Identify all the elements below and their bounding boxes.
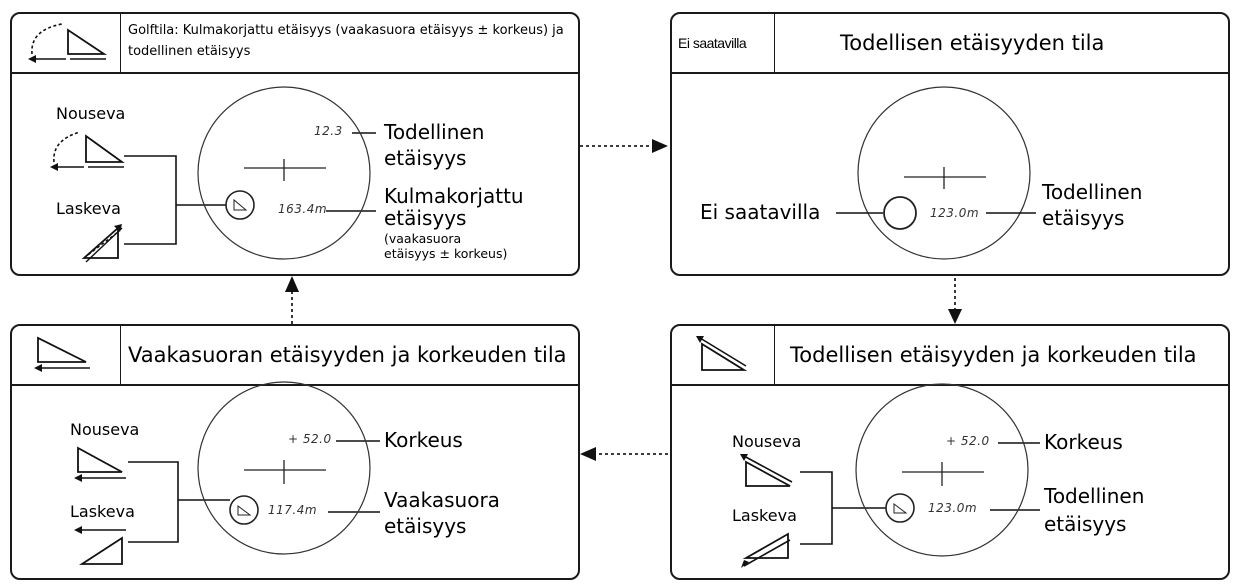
descending-actual-icon	[741, 532, 791, 568]
callout-actual-distance-1: Todellinen	[384, 120, 485, 144]
ascending-label: Nouseva	[70, 420, 140, 439]
arrow-up-head	[285, 276, 299, 292]
callout-angle-corrected-1: Kulmakorjattu	[384, 184, 524, 208]
callout-height: Korkeus	[1044, 430, 1123, 454]
descending-horizontal-icon	[74, 526, 126, 565]
panel-header-title: Vaakasuoran etäisyyden ja korkeuden tila	[128, 343, 567, 367]
panel-golf-mode: Golftila: Kulmakorjattu etäisyys (vaakas…	[10, 12, 580, 276]
panel-header-title: Todellisen etäisyyden ja korkeuden tila	[790, 343, 1197, 367]
lcd-reading-top: + 52.0	[288, 432, 332, 446]
lcd-reading: 123.0m	[930, 206, 980, 220]
callout-actual-distance-2: etäisyys	[384, 146, 467, 170]
callout-actual-distance-2: etäisyys	[1044, 512, 1127, 536]
callout-horizontal-distance-2: etäisyys	[384, 514, 467, 538]
arrow-right-head	[652, 139, 668, 153]
ascending-horizontal-icon	[74, 446, 126, 482]
callout-note-2: etäisyys ± korkeus)	[384, 246, 508, 261]
actual-height-mode-icon	[696, 336, 748, 371]
panel-header: Todellisen etäisyyden ja korkeuden tila	[672, 326, 1228, 386]
lcd-reading-bottom: 117.4m	[268, 503, 318, 517]
panel-header: Ei saatavilla Todellisen etäisyyden tila	[672, 14, 1228, 74]
not-available-label: Ei saatavilla	[700, 200, 821, 224]
arrow-down-head	[948, 309, 962, 324]
lcd-reading-top: 12.3	[314, 124, 343, 138]
callout-horizontal-distance-1: Vaakasuora	[384, 488, 500, 512]
ascending-label: Nouseva	[732, 432, 802, 451]
panel-actual-distance-mode: Ei saatavilla Todellisen etäisyyden tila…	[670, 12, 1230, 276]
panel-header-title: Todellisen etäisyyden tila	[840, 31, 1105, 55]
ascending-actual-icon	[740, 454, 793, 487]
callout-angle-corrected-2: etäisyys	[384, 206, 467, 230]
panel-horizontal-height-mode: Vaakasuoran etäisyyden ja korkeuden tila…	[10, 324, 580, 580]
ascending-label: Nouseva	[56, 104, 126, 123]
descending-golf-icon	[81, 224, 123, 263]
callout-height: Korkeus	[384, 428, 463, 452]
panel-header-tag: Ei saatavilla	[678, 35, 747, 51]
lcd-reading-bottom: 163.4m	[278, 202, 328, 216]
golf-mode-icon	[28, 23, 107, 63]
panel-header: Vaakasuoran etäisyyden ja korkeuden tila	[12, 326, 578, 386]
callout-note-1: (vaakasuora	[384, 231, 462, 246]
lcd-reading-bottom: 123.0m	[928, 501, 978, 515]
lcd-reading-top: + 52.0	[946, 434, 990, 448]
arrow-left-head	[580, 447, 596, 461]
descending-label: Laskeva	[56, 199, 121, 218]
horizontal-mode-icon	[34, 336, 90, 372]
ascending-golf-icon	[50, 131, 125, 171]
panel-header: Golftila: Kulmakorjattu etäisyys (vaakas…	[12, 14, 578, 74]
callout-actual-distance-1: Todellinen	[1042, 180, 1143, 204]
panel-header-title: Golftila: Kulmakorjattu etäisyys (vaakas…	[128, 23, 564, 59]
callout-actual-distance-1: Todellinen	[1044, 484, 1145, 508]
descending-label: Laskeva	[70, 502, 135, 521]
descending-label: Laskeva	[732, 506, 797, 525]
panel-actual-height-mode: Todellisen etäisyyden ja korkeuden tila …	[670, 324, 1230, 580]
callout-actual-distance-2: etäisyys	[1042, 206, 1125, 230]
